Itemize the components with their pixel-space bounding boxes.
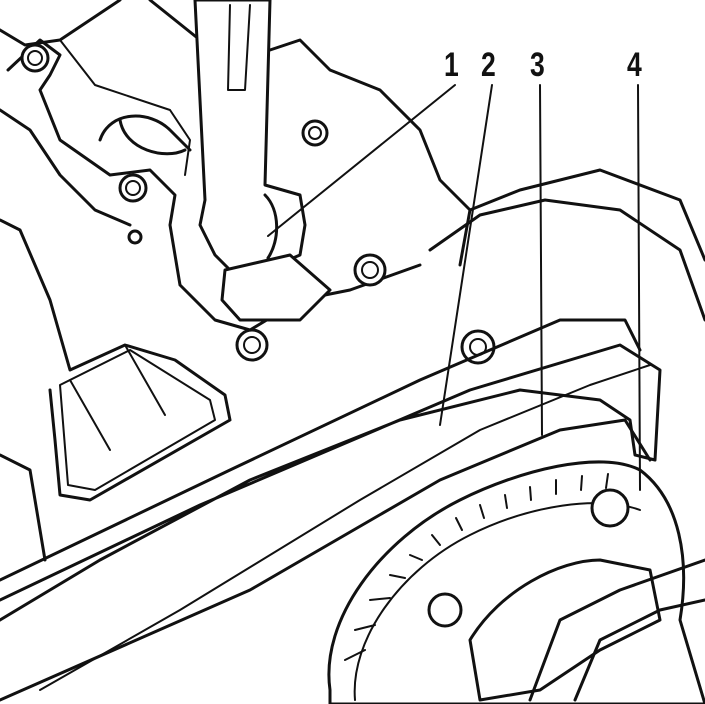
cover-plate	[0, 218, 232, 562]
callout-label-1: 1	[444, 46, 459, 84]
leader-line-4	[637, 84, 641, 491]
camshaft-sprocket	[327, 460, 705, 704]
leader-line-2	[439, 84, 493, 426]
callout-label-3: 3	[530, 46, 545, 84]
leader-lines	[267, 84, 641, 491]
timing-belt	[0, 318, 652, 702]
callout-label-2: 2	[481, 46, 496, 84]
spanner-wrench	[193, 0, 332, 322]
callout-label-4: 4	[627, 46, 642, 84]
leader-line-3	[539, 84, 543, 436]
leader-line-1	[267, 84, 456, 237]
